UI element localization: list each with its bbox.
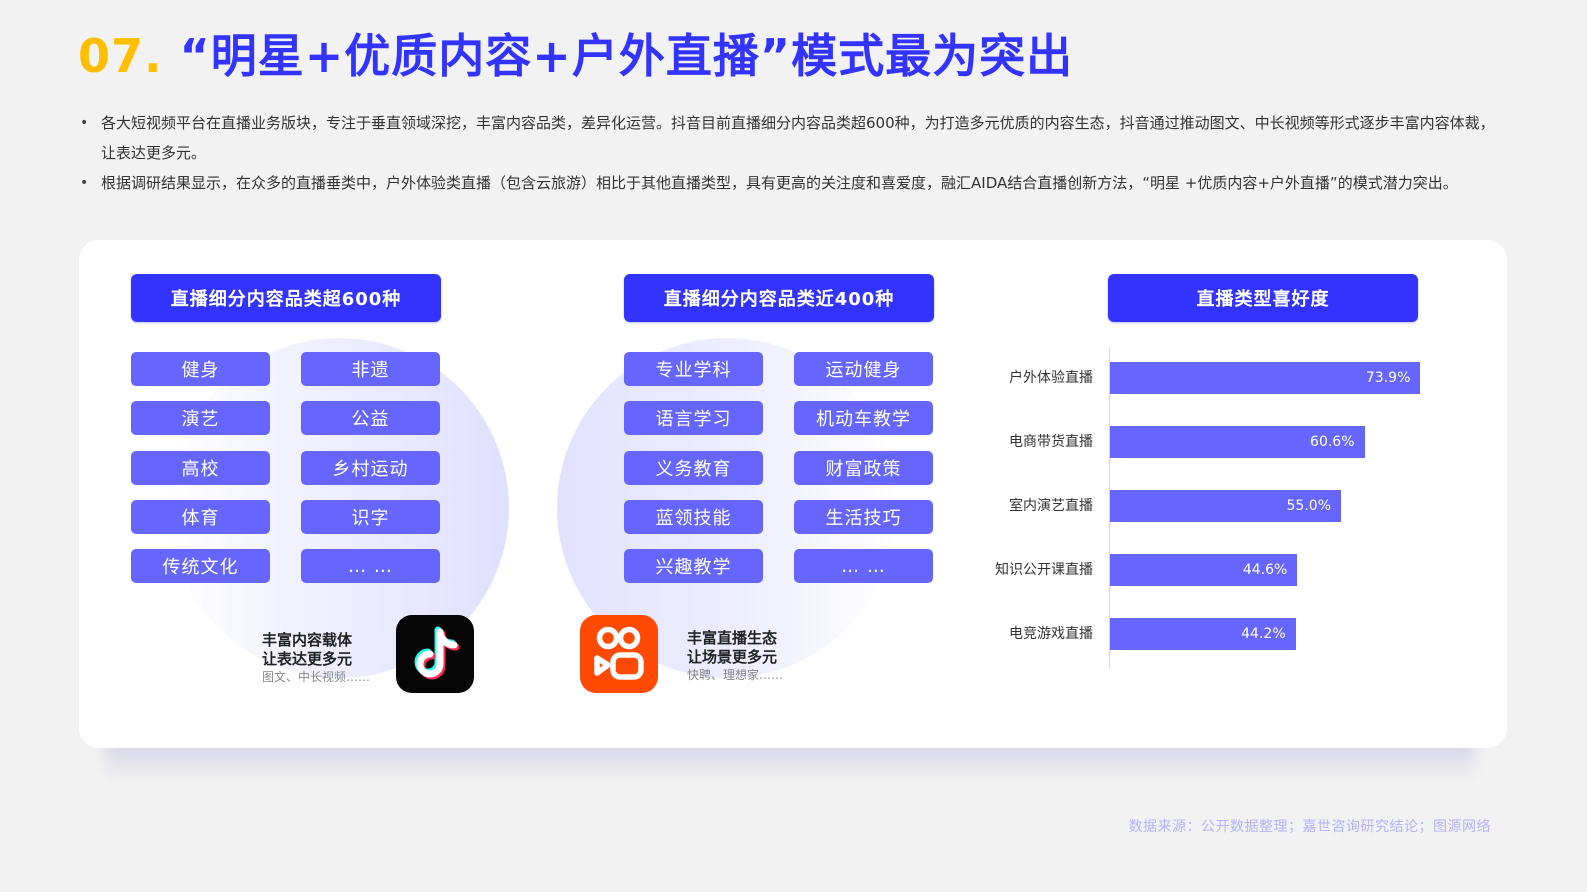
title-text: “明星+优质内容+户外直播”模式最为突出: [179, 29, 1074, 83]
bar: 55.0%: [1110, 490, 1341, 522]
category-tag: 专业学科: [624, 352, 763, 386]
description-examples: 快聘、理想家……: [687, 668, 784, 682]
category-tag-more: … …: [794, 549, 933, 583]
bar-category-label: 电商带货直播: [1009, 434, 1093, 450]
bar: 44.2%: [1110, 618, 1296, 650]
category-tag: 蓝领技能: [624, 500, 763, 534]
category-tag: 兴趣教学: [624, 549, 763, 583]
douyin-description: 丰富内容载体 让表达更多元 图文、中长视频……: [262, 631, 370, 686]
category-tag: 生活技巧: [794, 500, 933, 534]
description-line: 让表达更多元: [262, 650, 353, 668]
bar-value-label: 44.2%: [1241, 626, 1286, 642]
chart-axis-line: [1109, 348, 1110, 668]
bar-category-label: 知识公开课直播: [995, 562, 1093, 578]
category-tag-more: … …: [301, 549, 440, 583]
bar-category-label: 电竞游戏直播: [1009, 626, 1093, 642]
bar-category-label: 户外体验直播: [1009, 370, 1093, 386]
description-line: 让场景更多元: [687, 648, 778, 666]
bar-value-label: 44.6%: [1242, 562, 1288, 578]
category-tag: 传统文化: [131, 549, 270, 583]
bullet-item: 各大短视频平台在直播业务版块，专注于垂直领域深挖，丰富内容品类，差异化运营。抖音…: [78, 108, 1508, 168]
content-card: 直播细分内容品类超600种 健身 非遗 演艺 公益 高校 乡村运动 体育 识字 …: [79, 240, 1507, 748]
section-number: 07.: [78, 29, 163, 83]
bullet-item: 根据调研结果显示，在众多的直播垂类中，户外体验类直播（包含云旅游）相比于其他直播…: [78, 168, 1508, 198]
category-tag: 演艺: [131, 401, 270, 435]
bar-value-label: 60.6%: [1310, 434, 1355, 450]
category-tag: 机动车教学: [794, 401, 933, 435]
douyin-logo-icon: [396, 615, 474, 693]
category-tag: 识字: [301, 500, 440, 534]
bar-value-label: 73.9%: [1365, 370, 1411, 386]
category-tag: 乡村运动: [301, 451, 440, 485]
description-line: 丰富直播生态: [687, 629, 778, 647]
chart-title: 直播类型喜好度: [1108, 274, 1418, 322]
bar: 73.9%: [1110, 362, 1421, 394]
bar-value-label: 55.0%: [1286, 498, 1331, 514]
category-tag: 非遗: [301, 352, 440, 386]
kuaishou-panel-header: 直播细分内容品类近400种: [624, 274, 934, 322]
category-tag: 语言学习: [624, 401, 763, 435]
bar: 60.6%: [1110, 426, 1365, 458]
bullet-list: 各大短视频平台在直播业务版块，专注于垂直领域深挖，丰富内容品类，差异化运营。抖音…: [78, 108, 1508, 198]
kuaishou-description: 丰富直播生态 让场景更多元 快聘、理想家……: [687, 629, 783, 684]
kuaishou-logo-icon: [580, 615, 658, 693]
category-tag: 运动健身: [794, 352, 933, 386]
douyin-panel-header: 直播细分内容品类超600种: [131, 274, 441, 322]
description-examples: 图文、中长视频……: [262, 670, 371, 684]
category-tag: 公益: [301, 401, 440, 435]
category-tag: 义务教育: [624, 451, 763, 485]
bar-category-label: 室内演艺直播: [1009, 498, 1093, 514]
category-tag: 健身: [131, 352, 270, 386]
category-tag: 高校: [131, 451, 270, 485]
category-tag: 体育: [131, 500, 270, 534]
description-line: 丰富内容载体: [262, 631, 353, 649]
bar: 44.6%: [1110, 554, 1298, 586]
data-source-note: 数据来源：公开数据整理；嘉世咨询研究结论；图源网络: [1128, 819, 1491, 835]
page-title: 07. “明星+优质内容+户外直播”模式最为突出: [78, 26, 1073, 86]
category-tag: 财富政策: [794, 451, 933, 485]
preference-bar-chart: 户外体验直播 73.9% 电商带货直播 60.6% 室内演艺直播 55.0% 知识公开课直播…: [979, 348, 1479, 678]
